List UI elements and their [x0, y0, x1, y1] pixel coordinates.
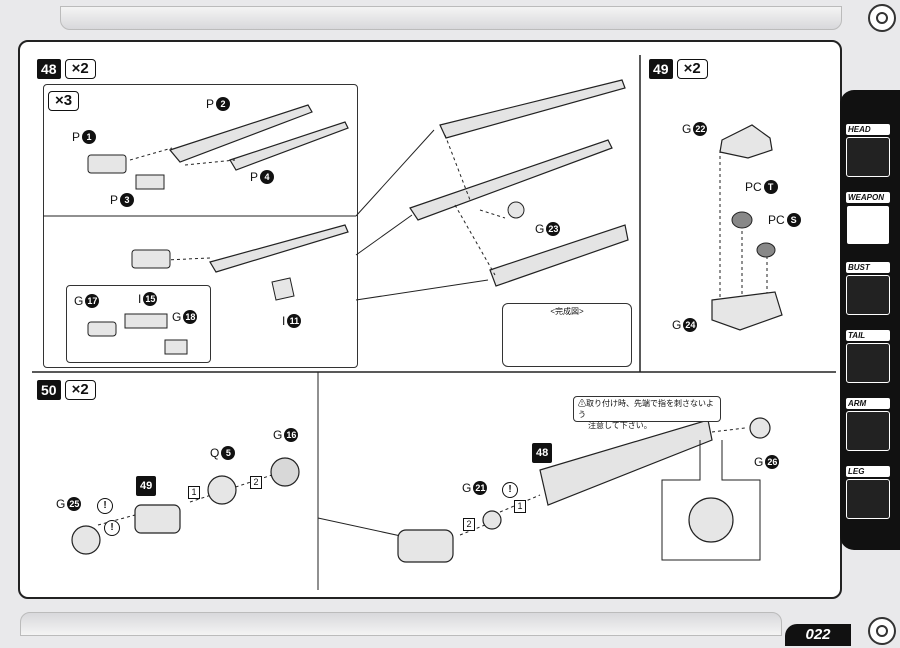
part-50-base — [397, 529, 454, 563]
substep-48-multiplier: ×3 — [48, 91, 80, 111]
part-g26-detail — [688, 497, 734, 543]
bust-icon — [846, 275, 890, 315]
quantity-multiplier: ×2 — [64, 59, 96, 79]
caution-icon: ! — [502, 482, 518, 498]
step-number: 50 — [37, 380, 61, 400]
warning-line-1: ⚠取り付け時、先端で指を刺さないよう — [578, 399, 714, 419]
bottom-frame-bar — [20, 612, 782, 636]
part-q5 — [207, 475, 237, 505]
part-p-assembly — [131, 249, 171, 269]
caution-icon: ! — [104, 520, 120, 536]
tab-weapon[interactable]: WEAPON — [846, 192, 896, 250]
sword-final — [539, 419, 713, 506]
callout-step-48: 48 — [532, 443, 553, 463]
part-g17 — [87, 321, 117, 337]
section-sidebar: HEAD WEAPON BUST TAIL ARM LEG — [840, 90, 900, 550]
caution-icon: ! — [97, 498, 113, 514]
part-g23 — [507, 201, 525, 219]
quantity-multiplier: ×2 — [676, 59, 708, 79]
tail-icon — [846, 343, 890, 383]
tab-head[interactable]: HEAD — [846, 124, 896, 182]
arm-icon — [846, 411, 890, 451]
blade-part-p2 — [168, 104, 313, 163]
step-number: 48 — [37, 59, 61, 79]
weapon-icon — [846, 205, 890, 245]
part-i11 — [271, 277, 295, 301]
part-g16 — [270, 457, 300, 487]
head-icon — [846, 137, 890, 177]
part-g21 — [482, 510, 502, 530]
brand-logo-icon — [868, 4, 896, 32]
part-p1 — [87, 154, 127, 174]
blade-assembly — [209, 224, 349, 273]
quantity-multiplier: ×3 — [48, 91, 80, 111]
leg-icon — [846, 479, 890, 519]
sword-middle — [409, 139, 613, 221]
sword-upper — [439, 79, 626, 139]
blade-part-p4 — [229, 121, 349, 171]
tab-leg[interactable]: LEG — [846, 466, 896, 524]
warning-triangle-icon: ⚠ — [578, 399, 586, 408]
tab-bust[interactable]: BUST — [846, 262, 896, 320]
top-frame-bar — [60, 6, 842, 30]
sword-lower — [489, 224, 629, 287]
brand-logo-icon-bottom — [868, 617, 896, 645]
part-g26 — [749, 417, 771, 439]
step-50-header: 50 ×2 — [37, 380, 96, 400]
step-number: 49 — [649, 59, 673, 79]
part-g24 — [711, 291, 783, 331]
order-marker-2: 2 — [463, 518, 475, 531]
callout-step-49: 49 — [136, 476, 157, 496]
order-marker-2: 2 — [250, 476, 262, 489]
part-g22 — [719, 124, 773, 159]
step-49-header: 49 ×2 — [649, 59, 708, 79]
part-g18 — [164, 339, 188, 355]
part-p3 — [135, 174, 165, 190]
warning-note: ⚠取り付け時、先端で指を刺さないよう 注意して下さい。 — [573, 396, 721, 430]
order-marker-1: 1 — [514, 500, 526, 513]
complete-figure-box: <完成図> — [502, 303, 632, 367]
part-pct — [731, 211, 753, 229]
part-i15 — [124, 313, 168, 329]
quantity-multiplier: ×2 — [64, 380, 96, 400]
tab-tail[interactable]: TAIL — [846, 330, 896, 388]
complete-figure-title: <完成図> — [550, 307, 584, 316]
order-marker-1: 1 — [188, 486, 200, 499]
step-48-header: 48 ×2 — [37, 59, 96, 79]
page-number: 022 — [785, 624, 851, 646]
part-49-assembly — [134, 504, 181, 534]
warning-line-2: 注意して下さい。 — [588, 421, 652, 430]
tab-arm[interactable]: ARM — [846, 398, 896, 456]
part-pcs — [756, 242, 776, 258]
part-g25 — [71, 525, 101, 555]
